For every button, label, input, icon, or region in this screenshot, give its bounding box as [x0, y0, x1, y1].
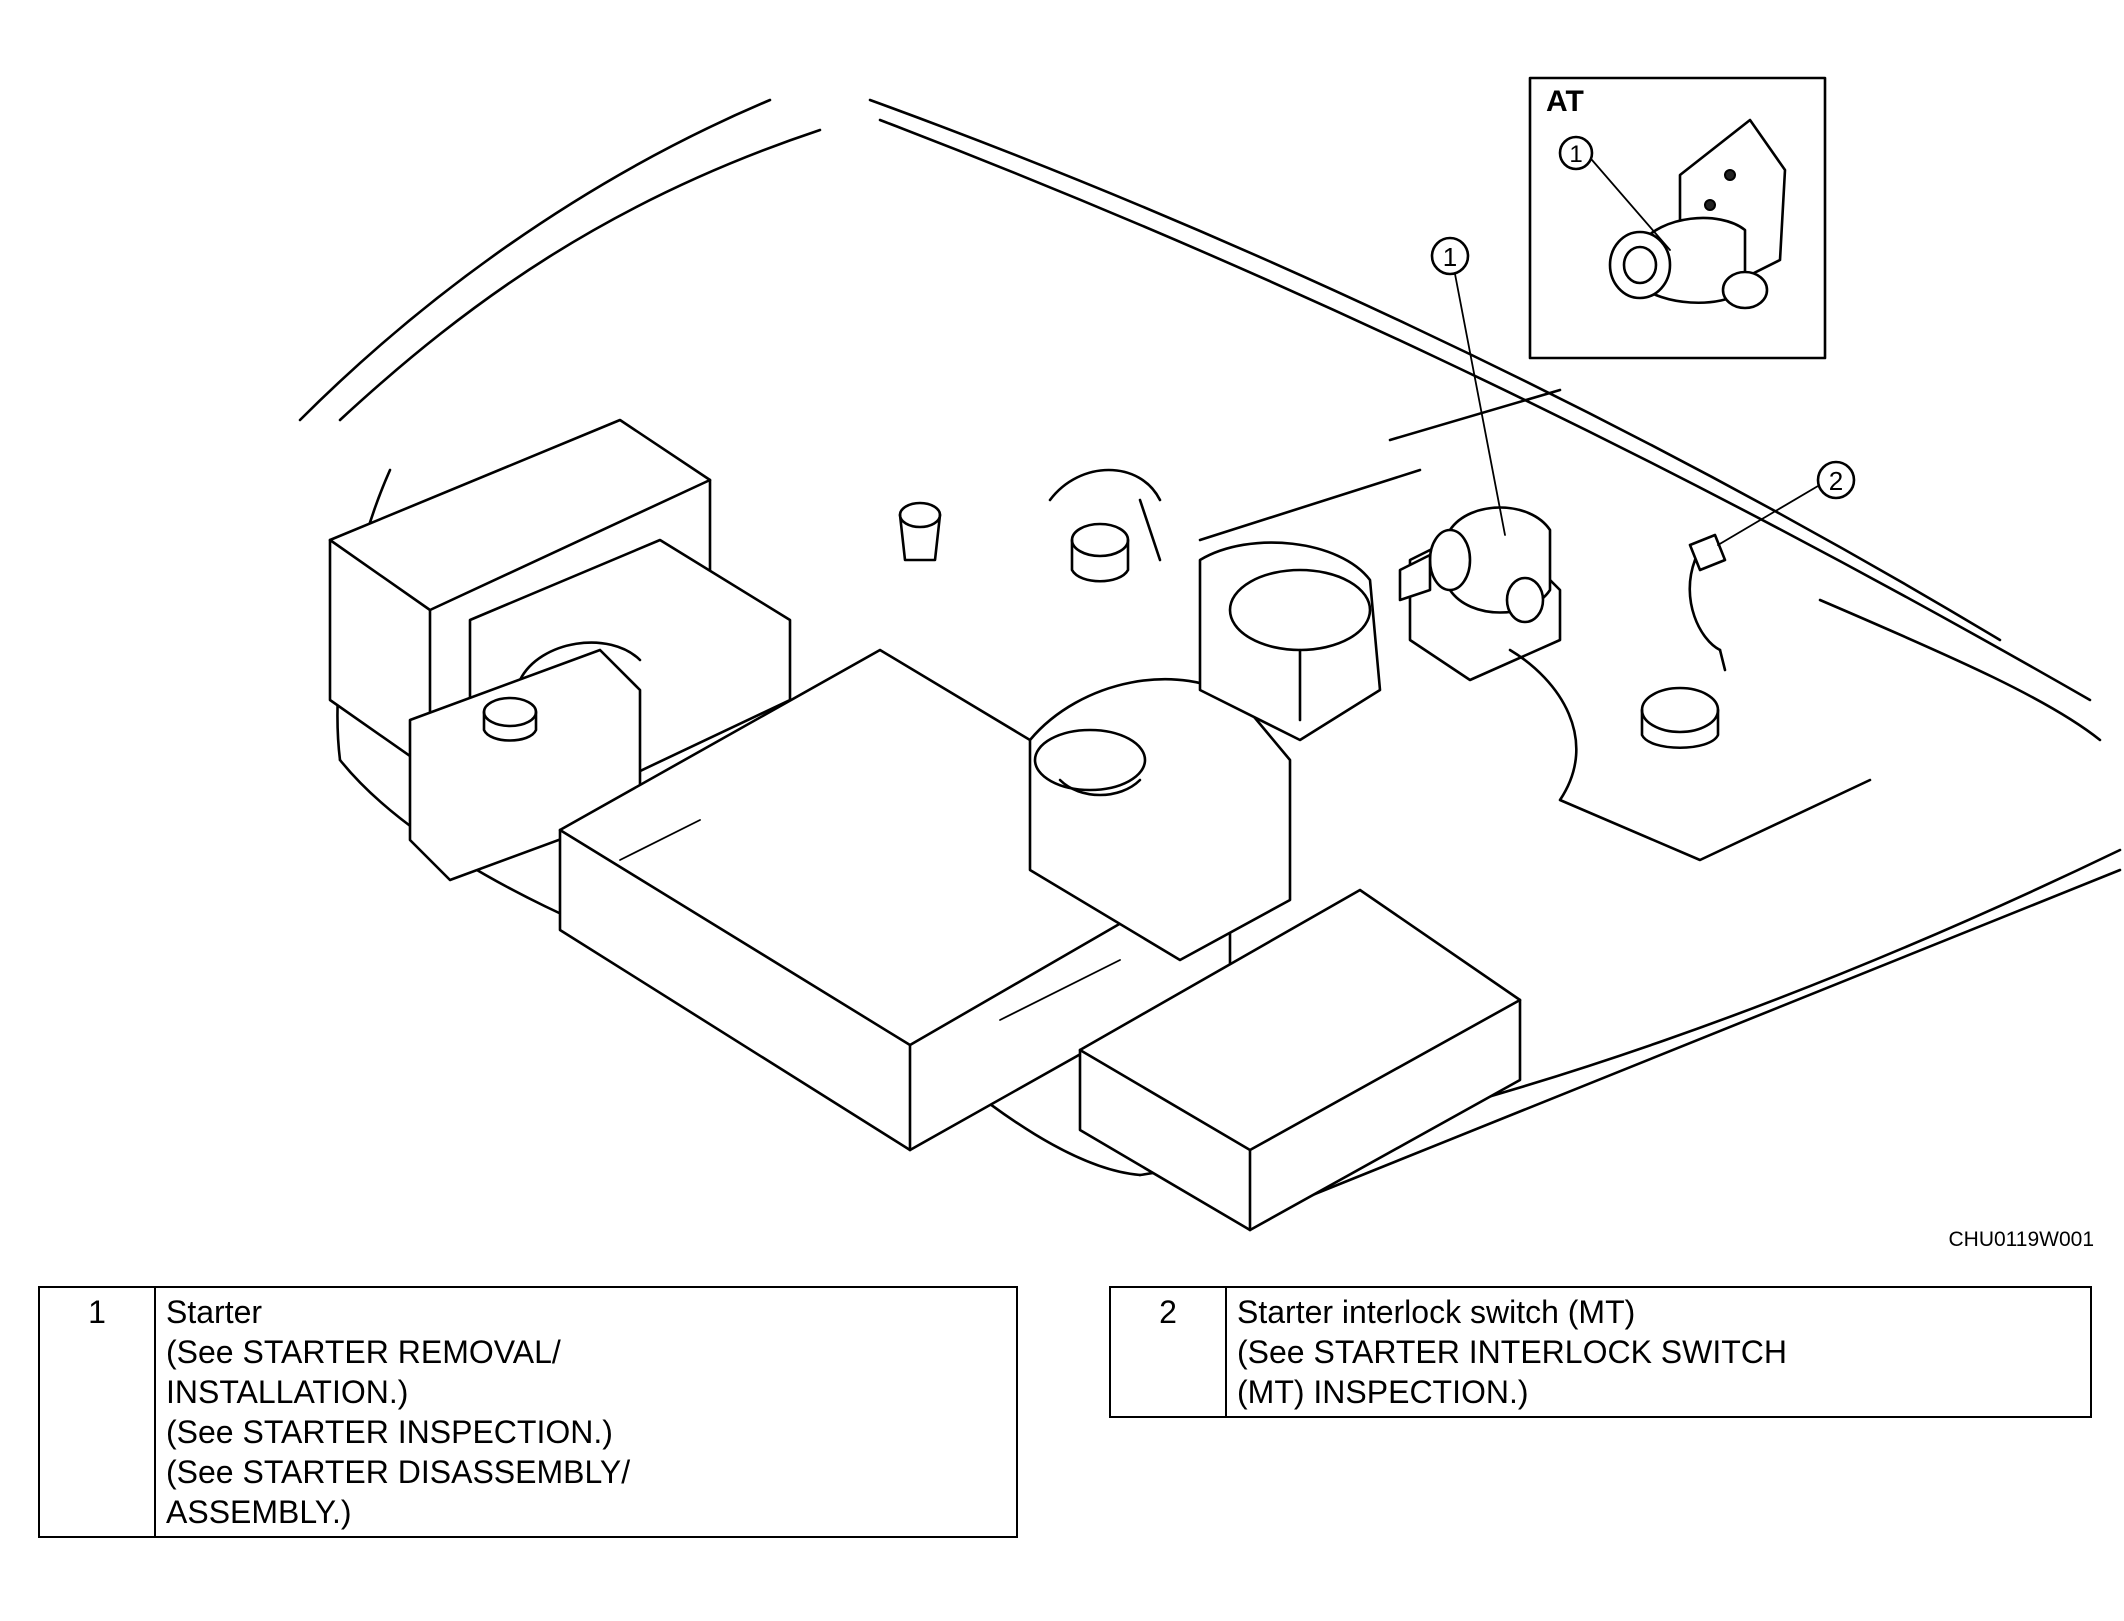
- callout-1-inset-number: 1: [1569, 141, 1582, 168]
- legend-table-1: 1 Starter (See STARTER REMOVAL/ INSTALLA…: [38, 1286, 1018, 1538]
- callout-1-inset: 1: [1558, 135, 1671, 251]
- legend-number: 2: [1109, 1286, 1227, 1418]
- legend-row: 2 Starter interlock switch (MT) (See STA…: [1109, 1286, 2092, 1418]
- legend-description: Starter interlock switch (MT) (See START…: [1225, 1286, 2092, 1418]
- legend-reference: (See STARTER INSPECTION.): [166, 1414, 613, 1450]
- legend-number: 1: [38, 1286, 156, 1538]
- legend-item-name: Starter: [166, 1294, 263, 1330]
- at-inset: AT 1: [1528, 76, 1827, 360]
- figure-code: CHU0119W001: [1948, 1228, 2094, 1251]
- legend-item-name: Starter interlock switch (MT): [1237, 1294, 1636, 1330]
- callout-2: 2: [1717, 460, 1856, 546]
- legend-reference: (MT) INSPECTION.): [1237, 1374, 1529, 1410]
- legend-reference: (See STARTER REMOVAL/: [166, 1334, 561, 1370]
- legend-reference: ASSEMBLY.): [166, 1494, 352, 1530]
- callout-1-number: 1: [1443, 242, 1457, 272]
- fuse-box: [1078, 888, 1522, 1232]
- legend-reference: (See STARTER INTERLOCK SWITCH: [1237, 1334, 1787, 1370]
- intake-assembly: [898, 388, 1562, 962]
- starter-main-view: [1398, 506, 1562, 682]
- starter-interlock-switch: [1688, 533, 1727, 672]
- legend-table-2: 2 Starter interlock switch (MT) (See STA…: [1109, 1286, 2092, 1418]
- legend-reference: (See STARTER DISASSEMBLY/: [166, 1454, 631, 1490]
- at-inset-label: AT: [1546, 85, 1584, 118]
- right-engine-area: [1508, 648, 1872, 862]
- starter-inset-view: [1608, 118, 1787, 310]
- legend-reference: INSTALLATION.): [166, 1374, 409, 1410]
- legend-row: 1 Starter (See STARTER REMOVAL/ INSTALLA…: [38, 1286, 1018, 1538]
- legend-description: Starter (See STARTER REMOVAL/ INSTALLATI…: [154, 1286, 1018, 1538]
- callout-2-number: 2: [1829, 466, 1843, 496]
- callout-1: 1: [1430, 236, 1506, 536]
